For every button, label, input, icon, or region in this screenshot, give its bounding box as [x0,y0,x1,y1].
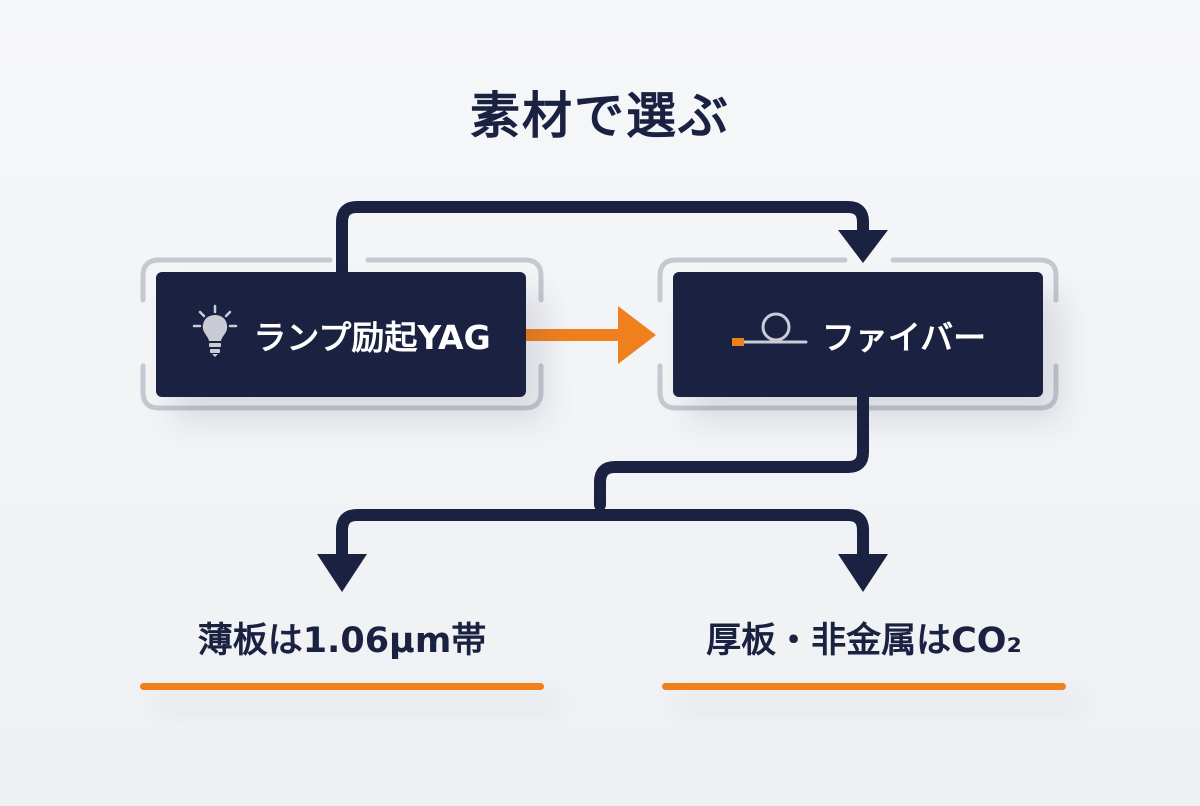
node-fiber-label: ファイバー [821,317,987,357]
yag-frame-top [140,257,544,303]
result-thick-plate-underline [662,683,1066,690]
bypass-connector [336,201,869,278]
yag-frame-bottom [140,363,544,411]
orange-arrow [526,306,656,364]
split-connector-left [336,509,606,562]
connectors [336,201,869,562]
result-thin-plate-underline [140,683,544,690]
arrowheads [317,230,888,592]
arrowhead-to-left-result [317,554,367,592]
arrowhead-to-fiber [838,230,888,263]
fiber-frame-top [657,257,1059,303]
node-lamp-yag-label: ランプ励起YAG [253,317,491,357]
split-connector-right [594,509,869,562]
diagram-title: 素材で選ぶ [470,87,730,145]
result-thin-plate: 薄板は1.06μm帯 [197,621,487,661]
orange-arrow-shaft [526,329,628,341]
lightbulb-icon [191,304,239,366]
node-fiber: ファイバー [673,272,1043,397]
fiber-coil-icon [730,311,808,359]
node-lamp-yag: ランプ励起YAG [156,272,526,397]
orange-arrowhead [618,306,656,364]
result-thick-plate: 厚板・非金属はCO₂ [706,621,1022,661]
split-connector-stem [594,391,869,511]
arrowhead-to-right-result [838,554,888,592]
